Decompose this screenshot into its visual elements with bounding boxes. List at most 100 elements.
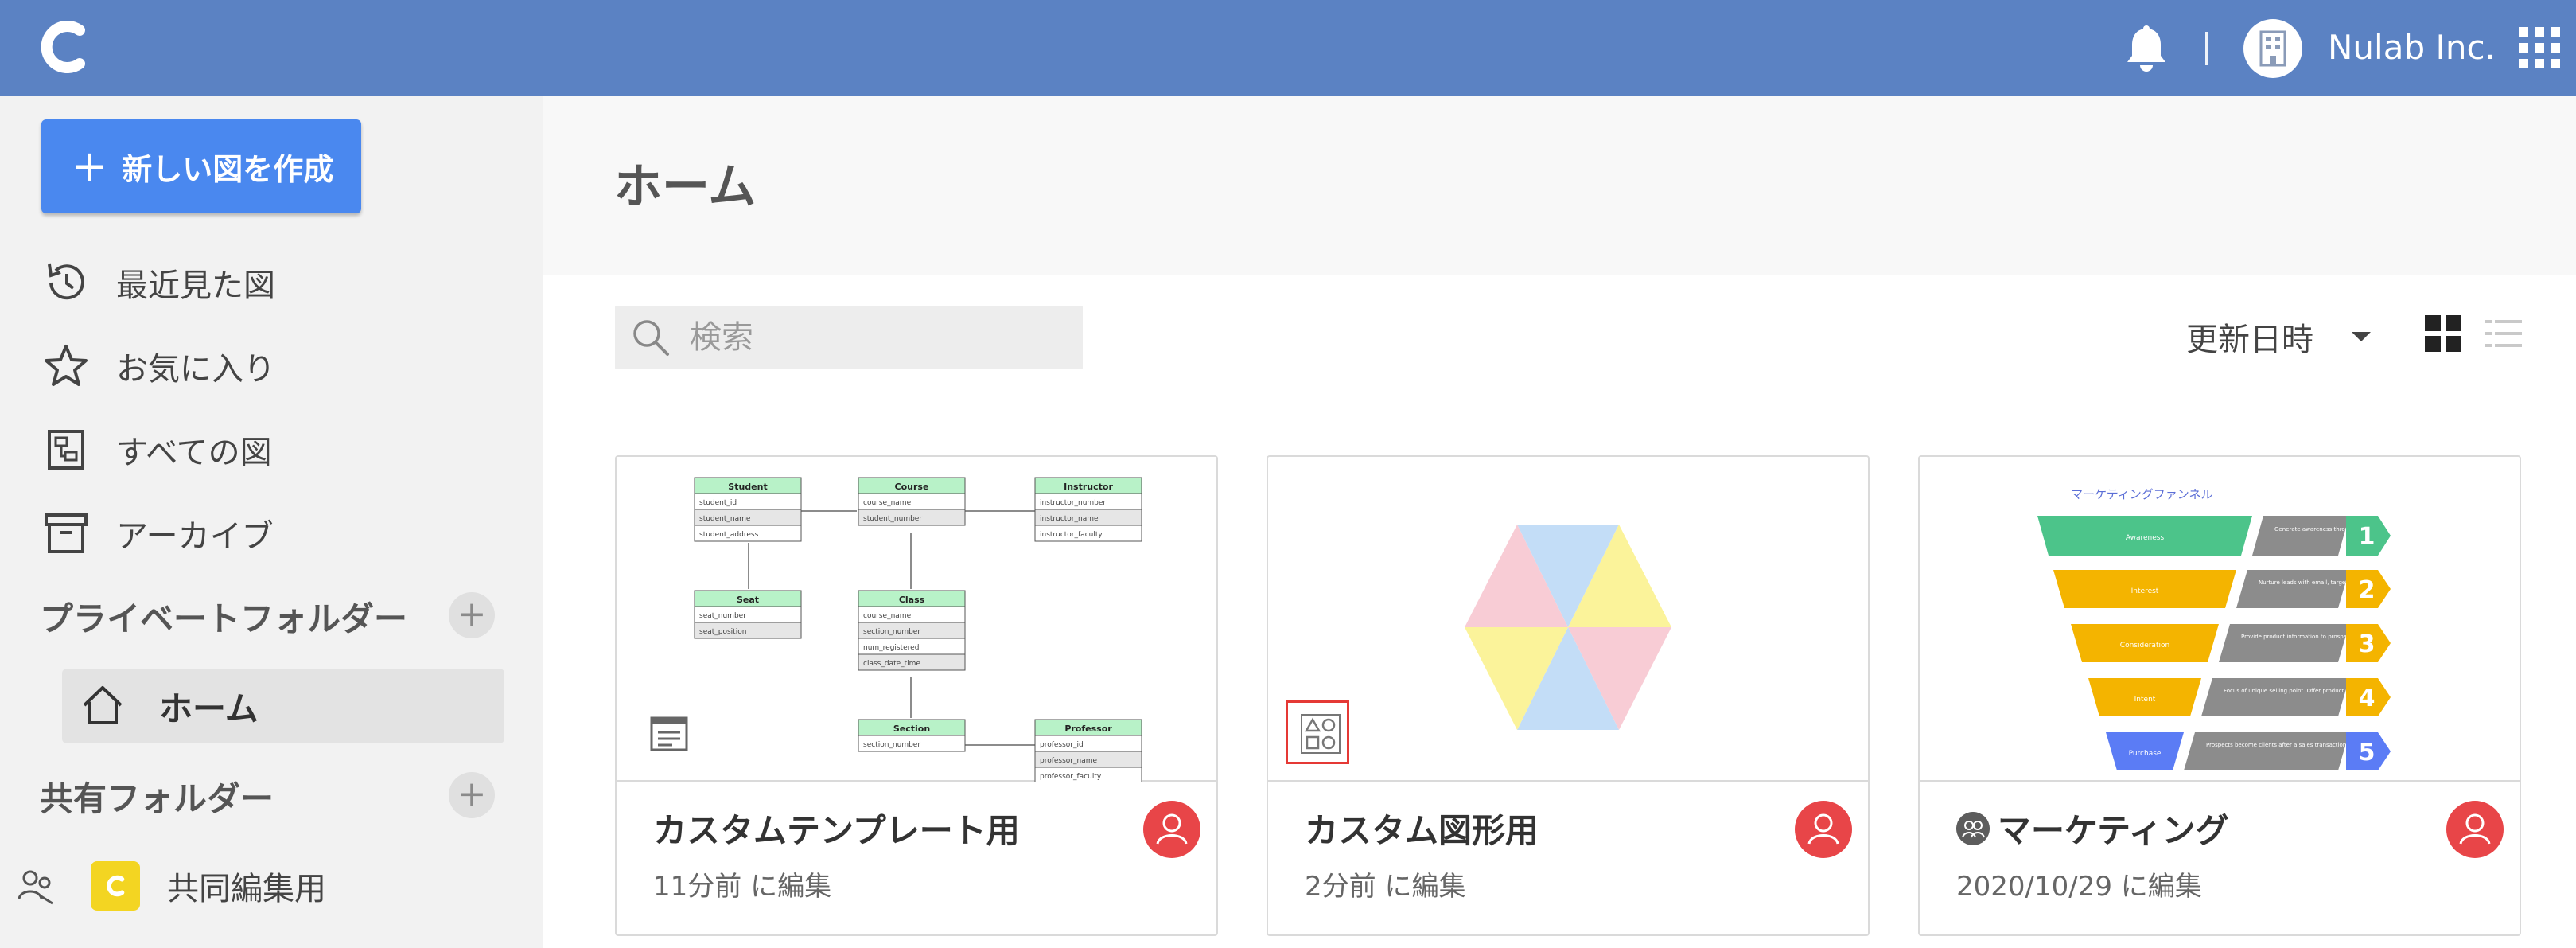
er-entity-name: Instructor (1064, 482, 1113, 492)
building-icon (2259, 30, 2286, 67)
er-entity-student: Student student_id student_name student_… (694, 477, 802, 542)
page-title: ホーム (614, 159, 757, 215)
er-field: student_number (863, 515, 922, 523)
top-bar: Nulab Inc. (0, 0, 2576, 96)
funnel-stage-text: Prospects become clients after a sales t… (2206, 742, 2437, 748)
funnel-stage-label: Awareness (2126, 534, 2165, 542)
diagram-card[interactable]: カスタム図形用 2分前 に編集 (1267, 455, 1870, 936)
sidebar-item-archive[interactable]: アーカイブ (41, 505, 274, 561)
cacoo-logo-icon[interactable] (40, 21, 86, 73)
chevron-down-icon (2352, 332, 2371, 341)
shared-folder-heading: 共有フォルダー (40, 779, 274, 818)
funnel-stage-text: Nurture leads with email, targeted conte… (2259, 579, 2425, 586)
er-entity-name: Section (893, 724, 930, 734)
funnel-stage: Awareness Generate awareness through eve… (2037, 516, 2409, 556)
er-entity-class: Class course_name section_number num_reg… (858, 590, 966, 671)
er-entity-professor: Professor professor_id professor_name pr… (1034, 719, 1142, 784)
sidebar: + 新しい図を作成 最近見た図 お気に入り すべての図 アーカイブ (0, 96, 543, 948)
shared-users-icon (1956, 811, 1990, 845)
add-shared-folder-button[interactable]: + (449, 772, 495, 818)
card-title[interactable]: カスタムテンプレート用 (653, 811, 1020, 850)
star-icon (45, 345, 88, 386)
sidebar-item-label: 最近見た図 (116, 267, 275, 304)
sidebar-item-label: アーカイブ (116, 518, 274, 555)
diagram-card[interactable]: マーケティングファンネル Awareness Generate awarenes… (1918, 455, 2521, 936)
card-edited-time: 11分前 に編集 (653, 871, 832, 903)
er-entity-course: Course course_name student_number (858, 477, 966, 526)
er-field: instructor_number (1040, 499, 1106, 507)
hexagon-shape-thumbnail (1465, 525, 1671, 730)
funnel-stage: Interest Nurture leads with email, targe… (2053, 570, 2425, 608)
bell-icon[interactable] (2121, 24, 2172, 75)
funnel-stage-text: Generate awareness through events, blogs… (2274, 526, 2409, 533)
user-icon (1807, 813, 1839, 845)
sidebar-item-home[interactable]: ホーム (62, 669, 504, 743)
sidebar-item-label: すべての図 (116, 435, 272, 471)
er-field: professor_faculty (1040, 773, 1102, 781)
diagram-card[interactable]: Student student_id student_name student_… (615, 455, 1218, 936)
sidebar-item-favorites[interactable]: お気に入り (41, 338, 275, 394)
funnel-title: マーケティングファンネル (2071, 487, 2213, 501)
list-view-icon[interactable] (2485, 317, 2522, 350)
private-folder-heading: プライベートフォルダー (40, 599, 408, 638)
er-diagram-thumbnail: Student student_id student_name student_… (694, 477, 1142, 784)
diagram-thumbnail[interactable]: Student student_id student_name student_… (617, 457, 1216, 784)
funnel-stage-number: 2 (2359, 576, 2376, 604)
history-icon (48, 263, 84, 300)
funnel-stage-number: 3 (2359, 630, 2376, 658)
er-field: section_number (863, 741, 920, 749)
er-field: instructor_name (1040, 515, 1099, 523)
funnel-stage: Intent Focus of unique selling point. Of… (2088, 678, 2478, 716)
add-private-folder-button[interactable]: + (449, 592, 495, 638)
funnel-stage-number: 1 (2359, 523, 2376, 551)
home-icon (83, 686, 123, 724)
er-field: section_number (863, 628, 920, 636)
card-edited-time: 2分前 に編集 (1305, 871, 1466, 903)
top-divider (2205, 32, 2208, 65)
org-name[interactable]: Nulab Inc. (2328, 28, 2496, 67)
cacoo-folder-icon (91, 861, 140, 911)
funnel-stage-label: Purchase (2129, 750, 2162, 758)
grid-view-icon[interactable] (2425, 315, 2461, 352)
diagram-thumbnail[interactable] (1268, 457, 1868, 782)
sidebar-item-recent[interactable]: 最近見た図 (41, 255, 275, 310)
card-title[interactable]: マーケティング (1956, 804, 2229, 852)
er-field: course_name (863, 499, 912, 507)
diagram-thumbnail[interactable]: マーケティングファンネル Awareness Generate awarenes… (1920, 457, 2520, 782)
sidebar-item-label: お気に入り (116, 351, 275, 388)
er-field: seat_number (699, 612, 746, 620)
er-entity-name: Class (899, 595, 925, 605)
er-field: class_date_time (863, 660, 920, 668)
sidebar-item-all-diagrams[interactable]: すべての図 (41, 422, 272, 478)
funnel-stage: Consideration Provide product informatio… (2071, 624, 2488, 662)
er-entity-seat: Seat seat_number seat_position (694, 590, 802, 639)
sort-dropdown[interactable]: 更新日時 (2186, 310, 2371, 363)
er-field: professor_id (1040, 741, 1084, 749)
user-icon (1156, 813, 1188, 845)
funnel-stage-label: Interest (2131, 587, 2159, 595)
owner-avatar[interactable] (1795, 801, 1852, 858)
main-header: ホーム (543, 96, 2576, 275)
apps-grid-icon[interactable] (2519, 27, 2560, 68)
er-field: instructor_faculty (1040, 531, 1103, 539)
org-avatar[interactable] (2243, 19, 2302, 78)
diagram-icon (48, 430, 84, 470)
shape-type-highlight (1286, 700, 1349, 764)
card-title[interactable]: カスタム図形用 (1305, 811, 1539, 850)
owner-avatar[interactable] (1143, 801, 1200, 858)
owner-avatar[interactable] (2446, 801, 2504, 858)
home-item-label: ホーム (159, 689, 259, 728)
er-entity-name: Course (895, 482, 929, 492)
template-type-icon (650, 716, 688, 751)
er-entity-instructor: Instructor instructor_number instructor_… (1034, 477, 1142, 542)
funnel-stage-number: 4 (2359, 685, 2376, 712)
search-box[interactable] (615, 306, 1083, 369)
marketing-funnel-thumbnail: マーケティングファンネル Awareness Generate awarenes… (2037, 487, 2488, 770)
new-diagram-button[interactable]: + 新しい図を作成 (41, 119, 361, 213)
funnel-stage-label: Intent (2134, 696, 2156, 704)
shapes-type-icon (1301, 714, 1341, 754)
er-field: student_name (699, 515, 751, 523)
search-input[interactable] (690, 319, 1040, 356)
sidebar-item-shared-coedit[interactable]: 共同編集用 (14, 858, 326, 914)
er-entity-section: Section section_number (858, 719, 966, 752)
